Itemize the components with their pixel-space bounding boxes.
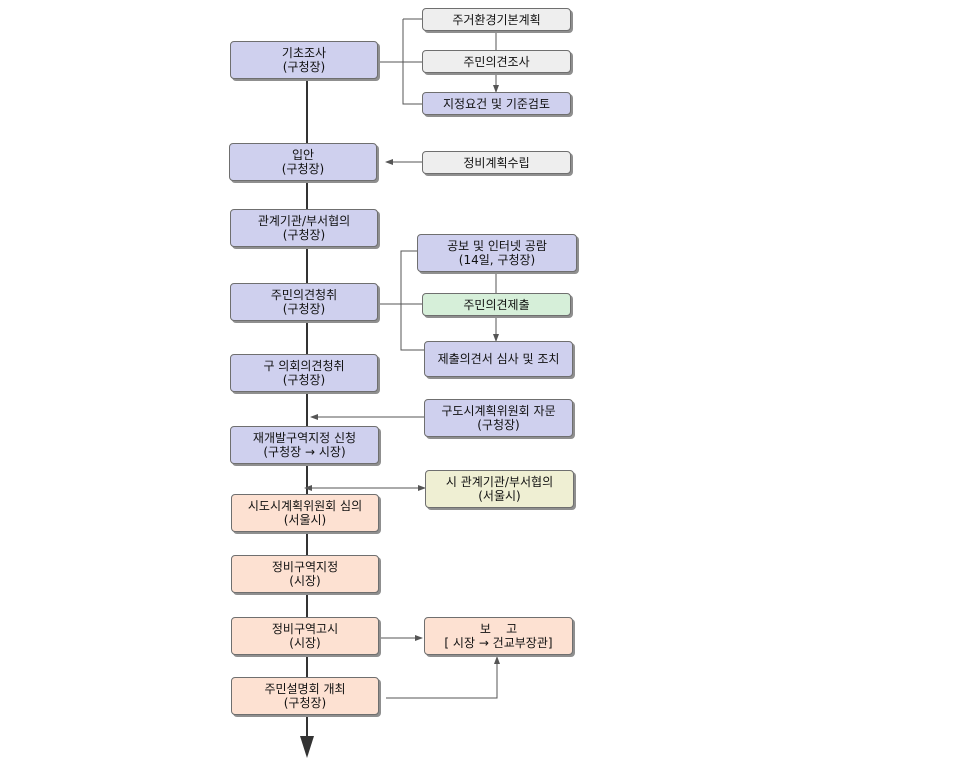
side-report-to-ministry: 보 고 [ 시장 → 건교부장관] — [424, 617, 573, 655]
step-label: 재개발구역지정 신청 — [252, 431, 357, 445]
step-resident-hearing: 주민의견청취 (구청장) — [230, 283, 378, 321]
step-sub: (14일, 구청장) — [458, 253, 536, 267]
side-requirement-review: 지정요건 및 기준검토 — [422, 92, 571, 115]
step-label: 구 의회의견청취 — [263, 359, 345, 373]
step-sub: (서울시) — [478, 489, 521, 503]
step-designation-request: 재개발구역지정 신청 (구청장 → 시장) — [230, 426, 379, 464]
step-sub: (구청장) — [282, 228, 326, 242]
step-label: 주거환경기본계획 — [452, 12, 541, 27]
step-sub: (구청장 → 시장) — [263, 445, 346, 459]
step-zone-notice: 정비구역고시 (시장) — [231, 617, 379, 655]
bracket-resident-hearing — [379, 250, 424, 351]
step-agency-consultation: 관계기관/부서협의 (구청장) — [230, 209, 378, 247]
step-proposal: 입안 (구청장) — [229, 143, 377, 181]
step-label: 정비구역지정 — [271, 560, 339, 574]
step-sub: [ 시장 → 건교부장관] — [444, 636, 553, 650]
flow-end-arrow — [300, 736, 314, 758]
side-plan-establishment: 정비계획수립 — [422, 151, 571, 174]
step-label: 입안 — [291, 148, 315, 162]
step-zone-designation: 정비구역지정 (시장) — [231, 555, 379, 593]
step-label: 정비계획수립 — [463, 155, 530, 170]
step-sub: (구청장) — [282, 373, 326, 387]
step-sub: (시장) — [289, 574, 321, 588]
step-label: 주민의견조사 — [463, 54, 530, 69]
step-sub: (구청장) — [281, 162, 325, 176]
side-city-agency-consultation: 시 관계기관/부서협의 (서울시) — [425, 470, 574, 508]
step-label: 주민설명회 개최 — [264, 682, 346, 696]
step-label: 공보 및 인터넷 공람 — [447, 239, 547, 253]
step-sub: (서울시) — [283, 513, 327, 527]
side-district-committee-advice: 구도시계획위원회 자문 (구청장) — [424, 399, 573, 437]
link-briefing-to-report — [386, 656, 500, 699]
side-public-notice: 공보 및 인터넷 공람 (14일, 구청장) — [417, 234, 577, 272]
step-label: 제출의견서 심사 및 조치 — [437, 352, 560, 366]
step-sub: (시장) — [289, 636, 321, 650]
step-sub: (구청장) — [283, 696, 327, 710]
side-opinion-submission: 주민의견제출 — [422, 293, 571, 316]
step-label: 지정요건 및 기준검토 — [443, 96, 550, 111]
step-label: 주민의견청취 — [270, 288, 338, 302]
step-label: 구도시계획위원회 자문 — [441, 404, 556, 418]
step-label: 주민의견제출 — [463, 297, 530, 312]
step-sub: (구청장) — [282, 60, 326, 74]
side-resident-survey: 주민의견조사 — [422, 50, 571, 73]
step-label: 보 고 — [479, 622, 518, 636]
step-sub: (구청장) — [477, 418, 520, 432]
step-label: 관계기관/부서협의 — [257, 214, 351, 228]
step-city-committee-review: 시도시계획위원회 심의 (서울시) — [231, 494, 379, 532]
step-label: 기초조사 — [281, 46, 327, 60]
side-housing-master-plan: 주거환경기본계획 — [422, 8, 571, 31]
bracket-basic-survey — [380, 18, 422, 105]
step-label: 시 관계기관/부서협의 — [445, 475, 554, 489]
step-label: 정비구역고시 — [271, 622, 339, 636]
side-opinion-review: 제출의견서 심사 및 조치 — [424, 341, 573, 377]
step-council-hearing: 구 의회의견청취 (구청장) — [230, 354, 378, 392]
step-label: 시도시계획위원회 심의 — [247, 499, 363, 513]
step-sub: (구청장) — [282, 302, 326, 316]
step-basic-survey: 기초조사 (구청장) — [230, 41, 378, 79]
step-resident-briefing: 주민설명회 개최 (구청장) — [231, 677, 379, 715]
